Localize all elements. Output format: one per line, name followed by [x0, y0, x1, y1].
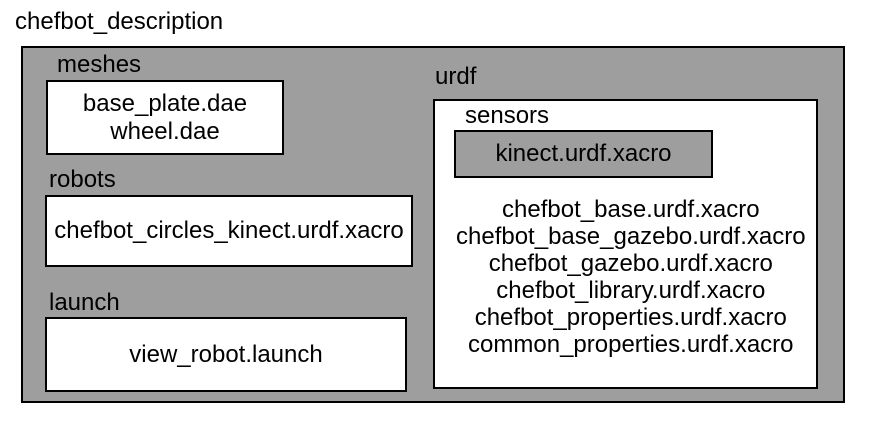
urdf-file-list: chefbot_base.urdf.xacro chefbot_base_gaz…: [456, 196, 806, 358]
file-box-robots: chefbot_circles_kinect.urdf.xacro: [45, 195, 413, 267]
file-item: kinect.urdf.xacro: [495, 140, 672, 167]
package-root-container: meshes base_plate.dae wheel.dae robots c…: [21, 46, 845, 403]
folder-label-robots: robots: [49, 166, 116, 193]
folder-box-urdf: sensors kinect.urdf.xacro chefbot_base.u…: [433, 99, 818, 389]
folder-label-sensors: sensors: [465, 102, 550, 129]
file-item: chefbot_base.urdf.xacro: [502, 196, 760, 223]
folder-label-urdf: urdf: [435, 63, 477, 90]
file-item: chefbot_circles_kinect.urdf.xacro: [54, 217, 404, 244]
file-box-meshes: base_plate.dae wheel.dae: [46, 80, 284, 155]
file-item: chefbot_properties.urdf.xacro: [474, 304, 787, 331]
file-box-kinect: kinect.urdf.xacro: [454, 130, 713, 178]
folder-label-meshes: meshes: [57, 51, 142, 78]
file-item: chefbot_library.urdf.xacro: [496, 277, 766, 304]
file-item: view_robot.launch: [129, 340, 323, 368]
package-root-title: chefbot_description: [15, 8, 224, 35]
folder-label-launch: launch: [49, 289, 120, 316]
file-item: common_properties.urdf.xacro: [468, 331, 794, 358]
file-item: wheel.dae: [110, 117, 220, 145]
file-item: base_plate.dae: [82, 89, 248, 117]
file-item: chefbot_gazebo.urdf.xacro: [488, 250, 773, 277]
file-item: chefbot_base_gazebo.urdf.xacro: [456, 223, 806, 250]
file-box-launch: view_robot.launch: [45, 317, 407, 392]
